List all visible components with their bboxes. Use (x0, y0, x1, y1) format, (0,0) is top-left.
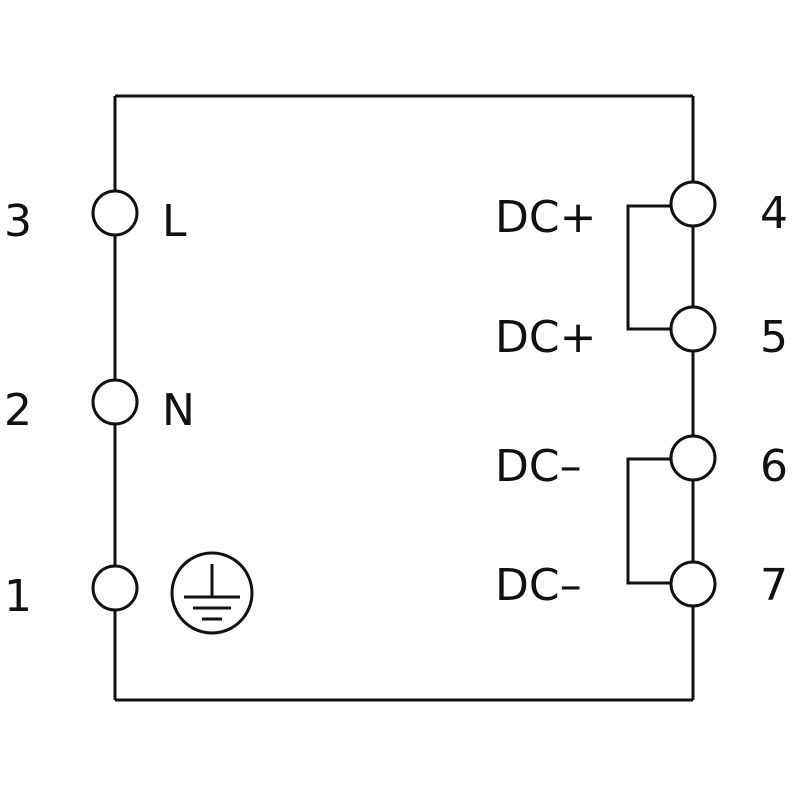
terminal-4: DC+ 4 (495, 180, 788, 243)
terminal-4-screw (669, 180, 717, 228)
protective-earth-ground-icon (170, 551, 254, 635)
dc-minus-jumper (626, 457, 671, 585)
terminal-3: 3 L (4, 189, 187, 247)
terminal-5-screw (669, 305, 717, 353)
terminal-1: 1 (4, 551, 254, 635)
terminal-5-number: 5 (760, 312, 788, 363)
terminal-2-label: N (162, 385, 195, 436)
terminal-7-number: 7 (760, 560, 788, 611)
terminal-6: DC– 6 (495, 434, 788, 492)
dc-plus-jumper (626, 204, 671, 331)
terminal-2: 2 N (4, 378, 195, 436)
terminal-7-label: DC– (495, 560, 582, 611)
terminal-3-label: L (162, 196, 187, 247)
terminal-3-number: 3 (4, 196, 32, 247)
terminal-5-label: DC+ (495, 312, 596, 363)
terminal-1-screw (91, 564, 139, 612)
terminal-5: DC+ 5 (495, 305, 788, 363)
terminal-6-label: DC– (495, 441, 582, 492)
terminal-6-number: 6 (760, 441, 788, 492)
terminal-7-screw (669, 560, 717, 608)
terminal-1-number: 1 (4, 571, 32, 622)
enclosure-outline (113, 94, 695, 702)
terminal-2-number: 2 (4, 385, 32, 436)
terminal-7: DC– 7 (495, 560, 788, 611)
terminal-4-label: DC+ (495, 192, 596, 243)
terminal-2-screw (91, 378, 139, 426)
terminal-6-screw (669, 434, 717, 482)
terminal-3-screw (91, 189, 139, 237)
terminal-4-number: 4 (760, 188, 788, 239)
